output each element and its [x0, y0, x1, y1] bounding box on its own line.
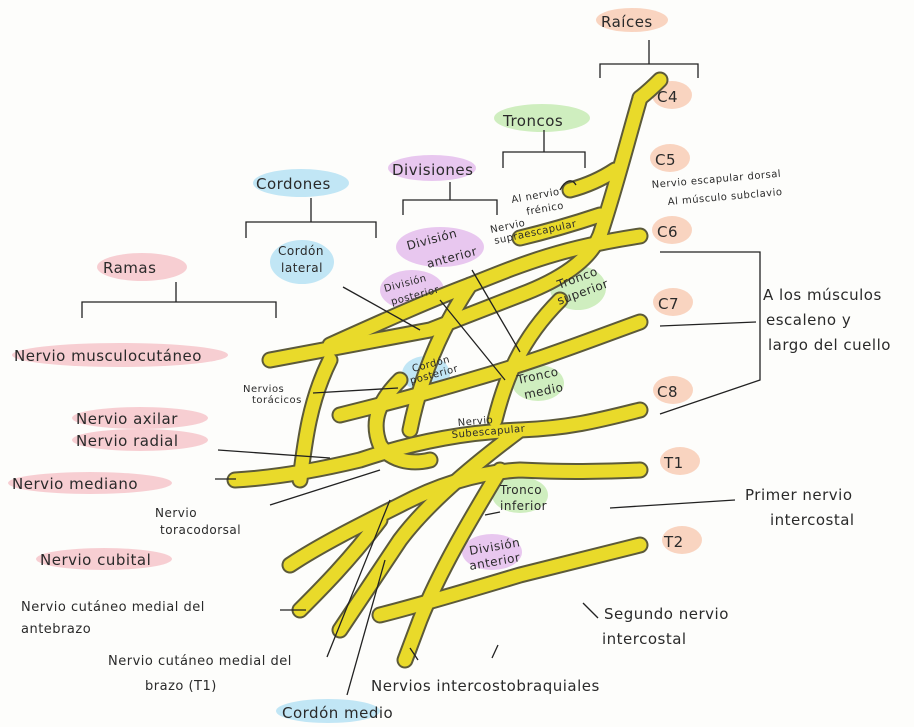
leader-intercostobraquiales — [410, 645, 498, 660]
label-cutaneo-antebrazo-1: Nervio cutáneo medial del — [21, 600, 205, 615]
leader-tronco-inferior — [485, 512, 500, 515]
root-c5: C5 — [655, 151, 676, 169]
label-a-los-musculos-3: largo del cuello — [768, 336, 891, 354]
label-intercostal-1: intercostal — [770, 511, 855, 529]
leader-segundo-intercostal — [583, 603, 598, 618]
labels: Raíces Troncos Divisiones Cordones Ramas… — [12, 13, 891, 722]
label-nervio-mediano: Nervio mediano — [12, 475, 138, 493]
label-nervio-axilar: Nervio axilar — [76, 410, 178, 428]
bracket-ramas — [82, 282, 276, 318]
label-cordon-medio: Cordón medio — [282, 704, 393, 722]
label-cordon-lateral-1: Cordón — [278, 244, 324, 258]
label-tronco-inferior-1: Tronco — [499, 483, 542, 497]
label-nervio-cubital: Nervio cubital — [40, 551, 151, 569]
label-nervio-toracodorsal-1: Nervio — [155, 506, 197, 520]
root-c6: C6 — [657, 223, 678, 241]
label-nervios-intercostobraquiales: Nervios intercostobraquiales — [371, 677, 600, 695]
label-al-musculo-subclavio: Al músculo subclavio — [667, 186, 783, 208]
leader-radial — [218, 450, 330, 458]
header-ramas: Ramas — [103, 259, 156, 277]
root-c7: C7 — [658, 295, 679, 313]
label-nervio-musculocutaneo: Nervio musculocutáneo — [14, 347, 202, 365]
label-cutaneo-antebrazo-2: antebrazo — [21, 622, 91, 637]
header-troncos: Troncos — [502, 112, 563, 130]
header-cordones: Cordones — [256, 175, 331, 193]
label-nervio-escapular-dorsal: Nervio escapular dorsal — [651, 169, 781, 191]
label-tronco-inferior-2: inferior — [500, 499, 547, 513]
label-nervio-radial: Nervio radial — [76, 432, 179, 450]
root-c4: C4 — [657, 88, 678, 106]
bracket-raices — [600, 40, 698, 78]
bracket-cordones — [246, 198, 376, 238]
root-c8: C8 — [657, 383, 678, 401]
label-segundo-nervio: Segundo nervio — [604, 605, 729, 623]
label-nervios-toracicos-1: Nervios — [243, 384, 284, 395]
label-a-los-musculos-2: escaleno y — [766, 311, 851, 329]
label-cordon-lateral-2: lateral — [281, 261, 323, 275]
label-cutaneo-brazo-2: brazo (T1) — [145, 679, 217, 694]
leader-primer-intercostal — [610, 500, 735, 508]
header-raices: Raíces — [601, 13, 653, 31]
header-divisiones: Divisiones — [392, 161, 473, 179]
bracket-troncos — [503, 130, 585, 168]
label-primer-nervio: Primer nervio — [745, 486, 853, 504]
root-t1: T1 — [663, 454, 684, 472]
root-t2: T2 — [663, 533, 684, 551]
label-a-los-musculos-1: A los músculos — [763, 286, 882, 304]
label-cutaneo-brazo-1: Nervio cutáneo medial del — [108, 654, 292, 669]
label-intercostal-2: intercostal — [602, 630, 687, 648]
bracket-divisiones — [403, 182, 497, 215]
label-nervios-toracicos-2: torácicos — [252, 394, 302, 406]
label-nervio-toracodorsal-2: toracodorsal — [160, 523, 241, 537]
